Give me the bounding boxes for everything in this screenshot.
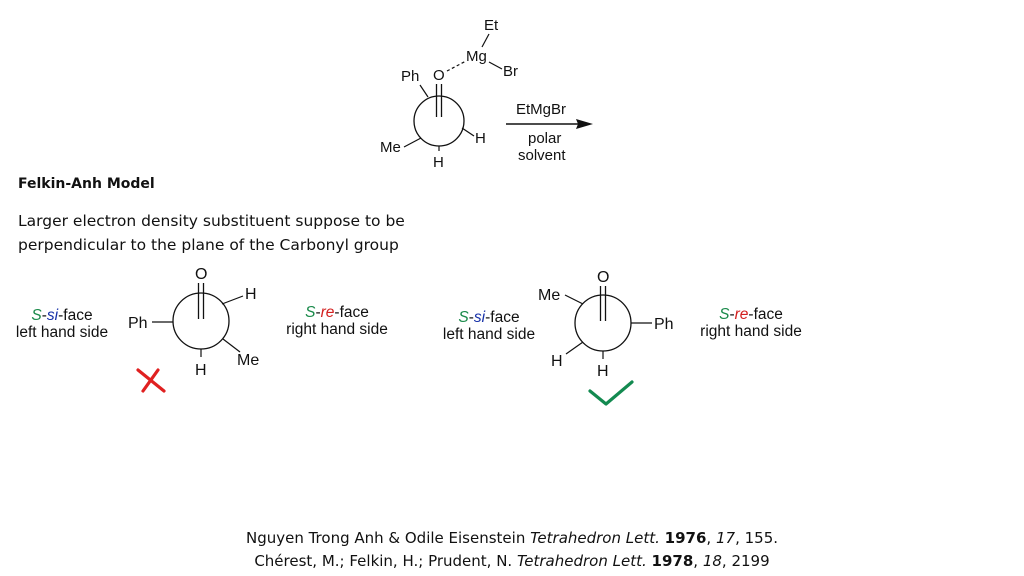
h-top-bond	[221, 295, 244, 305]
description-line2: perpendicular to the plane of the Carbon…	[18, 236, 399, 254]
solvent-line2: solvent	[518, 147, 566, 164]
ph-bond	[419, 84, 429, 98]
references: Nguyen Trong Anh & Odile Eisenstein Tetr…	[0, 527, 1024, 573]
left-si-face-label: S-si-face left hand side	[5, 307, 119, 341]
me-bond	[222, 338, 241, 353]
re-face-side: right hand side	[700, 323, 802, 340]
reagent-label: EtMgBr	[516, 101, 566, 118]
solvent-line1: polar	[528, 130, 561, 147]
right-newman-projection: O Me Ph H H	[538, 269, 674, 406]
ref-volume: 18	[702, 552, 722, 570]
ref-comma: ,	[735, 529, 745, 547]
me-bond	[564, 294, 584, 305]
si-face-text: S-si-face	[432, 309, 546, 326]
h-left-label: H	[551, 353, 563, 370]
ref-volume: 17	[715, 529, 736, 547]
newman-circle	[172, 292, 230, 350]
check-icon	[588, 380, 634, 406]
top-scheme-diagram: Et Mg Br Ph O H Me H EtMgBr polar solven…	[380, 17, 593, 171]
si-face-text: S-si-face	[5, 307, 119, 324]
me-label: Me	[237, 352, 259, 369]
oxygen-label: O	[195, 266, 207, 283]
re-face-side: right hand side	[286, 321, 388, 338]
br-label: Br	[503, 63, 518, 80]
reaction-arrowhead	[576, 119, 593, 129]
si-face-side: left hand side	[15, 324, 109, 341]
oxygen-label: O	[433, 67, 445, 84]
me-label: Me	[538, 287, 560, 304]
right-re-face-label: S-re-face right hand side	[690, 306, 812, 340]
ref-comma: ,	[721, 552, 732, 570]
ref-year: 1978	[651, 552, 694, 570]
h-right-label: H	[475, 130, 486, 147]
descriptor-dash: -	[315, 304, 321, 321]
reference-2: Chérest, M.; Felkin, H.; Prudent, N. Tet…	[0, 550, 1024, 573]
mg-label: Mg	[466, 48, 487, 65]
s-descriptor: S	[458, 309, 469, 326]
mg-br-bond	[488, 61, 503, 70]
re-face-text: S-re-face	[690, 306, 812, 323]
ph-label: Ph	[128, 315, 148, 332]
ref-authors: Chérest, M.; Felkin, H.; Prudent, N.	[254, 552, 517, 570]
ph-label: Ph	[401, 68, 419, 85]
section-description: Larger electron density substituent supp…	[18, 209, 405, 257]
h-bottom-label: H	[195, 362, 207, 379]
s-descriptor: S	[305, 304, 316, 321]
descriptor-dash: -	[729, 306, 735, 323]
section-title: Felkin-Anh Model	[18, 176, 155, 192]
ref-page: 2199	[731, 552, 770, 570]
s-descriptor: S	[31, 307, 42, 324]
left-newman-projection: O H Ph Me H	[128, 266, 259, 393]
o-mg-coordination	[446, 60, 467, 72]
ph-label: Ph	[654, 316, 674, 333]
h-left-bond	[565, 341, 584, 355]
face-suffix: -face	[748, 306, 783, 323]
me-label: Me	[380, 139, 401, 156]
cross-icon	[136, 368, 166, 393]
ref-journal: Tetrahedron Lett.	[530, 529, 660, 547]
si-face-side: left hand side	[442, 326, 536, 343]
ref-comma: ,	[706, 529, 716, 547]
h-top-label: H	[245, 286, 257, 303]
ref-page: 155.	[744, 529, 779, 547]
newman-circle	[574, 294, 632, 352]
s-descriptor: S	[719, 306, 730, 323]
ref-journal: Tetrahedron Lett.	[516, 552, 647, 570]
re-descriptor: re	[734, 306, 749, 323]
oxygen-label: O	[597, 269, 609, 286]
face-suffix: -face	[334, 304, 369, 321]
descriptor-dash: -	[468, 309, 474, 326]
left-re-face-label: S-re-face right hand side	[274, 304, 400, 338]
mg-et-bond	[481, 33, 490, 48]
h-right-bond	[461, 127, 475, 137]
re-face-text: S-re-face	[274, 304, 400, 321]
h-bottom-label: H	[433, 154, 444, 171]
face-suffix: -face	[58, 307, 93, 324]
reference-1: Nguyen Trong Anh & Odile Eisenstein Tetr…	[0, 527, 1024, 550]
newman-circle	[413, 95, 465, 147]
si-descriptor: si	[46, 307, 59, 324]
right-si-face-label: S-si-face left hand side	[432, 309, 546, 343]
h-bottom-label: H	[597, 363, 609, 380]
descriptor-dash: -	[41, 307, 47, 324]
face-suffix: -face	[485, 309, 520, 326]
description-line1: Larger electron density substituent supp…	[18, 212, 405, 230]
re-descriptor: re	[320, 304, 335, 321]
ref-authors: Nguyen Trong Anh & Odile Eisenstein	[245, 529, 531, 547]
ref-year: 1976	[664, 529, 707, 547]
et-label: Et	[484, 17, 499, 34]
ref-comma: ,	[693, 552, 703, 570]
me-bond	[403, 137, 422, 148]
si-descriptor: si	[473, 309, 486, 326]
